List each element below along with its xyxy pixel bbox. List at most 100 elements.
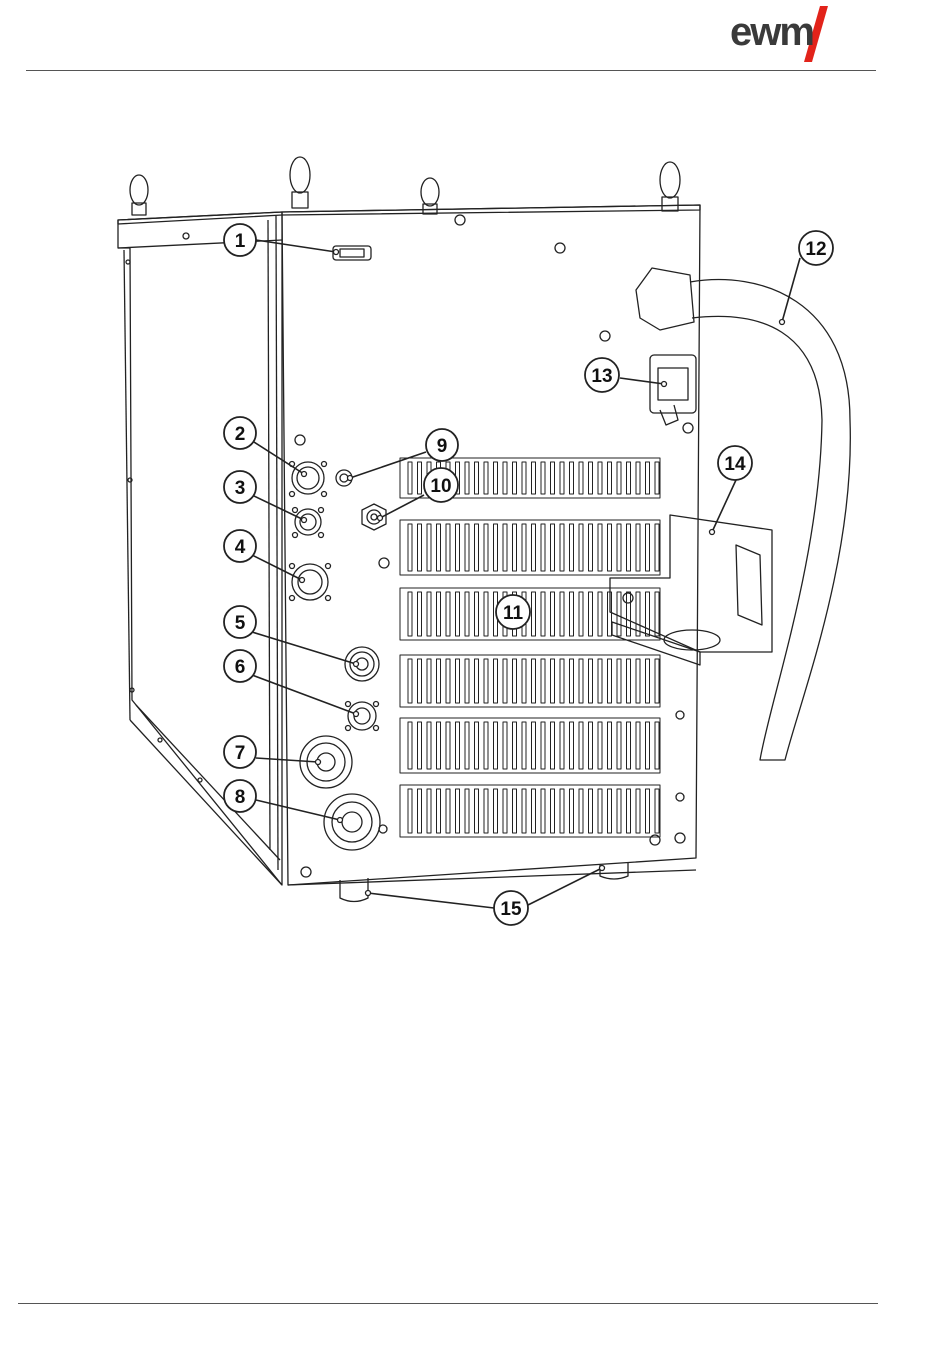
callout-13-label: 13 <box>591 366 612 387</box>
vent-slot <box>522 722 526 769</box>
vent-slot <box>570 524 574 571</box>
vent-slot <box>570 722 574 769</box>
vent-slot <box>589 592 593 636</box>
vent-slot <box>532 722 536 769</box>
vent-slot <box>541 592 545 636</box>
callout-10-label: 10 <box>430 476 451 497</box>
callout-3: 3 <box>224 471 256 503</box>
callout-9-label: 9 <box>437 436 448 457</box>
vent-slot <box>589 789 593 833</box>
vent-slot <box>541 524 545 571</box>
round-connector-2 <box>290 462 327 497</box>
vent-slot <box>636 462 640 494</box>
round-connector-3 <box>293 508 324 538</box>
vent-slot <box>532 462 536 494</box>
callout-5: 5 <box>224 606 256 638</box>
vent-slot <box>465 592 469 636</box>
vent-slot <box>598 789 602 833</box>
vent-slot <box>541 722 545 769</box>
vent-slot <box>513 659 517 703</box>
vent-slot <box>427 592 431 636</box>
vent-slot <box>418 789 422 833</box>
callout-14: 14 <box>718 446 752 480</box>
vent-slot <box>570 659 574 703</box>
vent-slot <box>627 789 631 833</box>
vent-slot <box>598 592 602 636</box>
vent-slot <box>494 462 498 494</box>
vent-slot <box>570 462 574 494</box>
vent-slot <box>503 462 507 494</box>
vent-slot <box>456 722 460 769</box>
callout-6: 6 <box>224 650 256 682</box>
vent-slot <box>465 462 469 494</box>
vent-slot <box>617 789 621 833</box>
vent-slot <box>465 524 469 571</box>
vent-slot <box>646 789 650 833</box>
callout-8: 8 <box>224 780 256 812</box>
housing-top <box>118 205 700 224</box>
vent-slot <box>551 659 555 703</box>
current-socket-8 <box>324 794 380 850</box>
vent-slot <box>636 524 640 571</box>
vent-slot <box>579 789 583 833</box>
vent-slot <box>522 524 526 571</box>
vent-slot <box>598 659 602 703</box>
vent-slot <box>446 789 450 833</box>
housing-rear-panel <box>282 205 700 885</box>
vent-slot <box>560 659 564 703</box>
vent-slot <box>608 722 612 769</box>
vent-slot <box>570 789 574 833</box>
vent-slot <box>408 524 412 571</box>
vent-slot <box>598 462 602 494</box>
mains-cable <box>636 268 850 760</box>
vent-slot <box>475 789 479 833</box>
vent-slot <box>551 722 555 769</box>
vent-slot <box>437 722 441 769</box>
vent-slot <box>465 789 469 833</box>
callout-5-label: 5 <box>235 613 246 634</box>
vent-slot <box>589 722 593 769</box>
callout-11-label: 11 <box>503 603 524 624</box>
vent-slot <box>418 462 422 494</box>
vent-slot <box>636 722 640 769</box>
callout-12: 12 <box>799 231 833 265</box>
callout-11: 11 <box>496 595 530 629</box>
vent-slot <box>560 722 564 769</box>
callout-14-label: 14 <box>724 454 746 475</box>
vent-slot <box>608 524 612 571</box>
vent-slot <box>551 592 555 636</box>
callout-3-label: 3 <box>235 478 246 499</box>
vent-slot <box>655 789 659 833</box>
vent-slot <box>456 659 460 703</box>
vent-slot <box>494 524 498 571</box>
vent-slot <box>484 722 488 769</box>
vent-slot <box>636 789 640 833</box>
vent-slot <box>456 524 460 571</box>
vent-slot <box>408 462 412 494</box>
vent-slot <box>437 789 441 833</box>
vent-slot <box>551 789 555 833</box>
vent-slot <box>551 524 555 571</box>
vent-slot <box>579 592 583 636</box>
vent-slot <box>589 462 593 494</box>
vent-slot <box>513 722 517 769</box>
vent-slot <box>408 789 412 833</box>
vent-slot <box>579 524 583 571</box>
vent-slot <box>608 659 612 703</box>
vent-slot <box>418 592 422 636</box>
vent-slot <box>475 659 479 703</box>
callout-10: 10 <box>424 468 458 502</box>
callout-7-label: 7 <box>235 743 246 764</box>
callout-6-label: 6 <box>235 657 246 678</box>
vent-slot <box>484 524 488 571</box>
vent-slot <box>627 722 631 769</box>
vent-slot <box>646 659 650 703</box>
vent-slot <box>408 659 412 703</box>
vent-slot <box>522 462 526 494</box>
vent-slot <box>522 789 526 833</box>
vent-slot <box>655 722 659 769</box>
vent-slot <box>579 659 583 703</box>
vent-slot <box>627 462 631 494</box>
vent-slot <box>408 592 412 636</box>
callout-15-label: 15 <box>500 899 522 920</box>
